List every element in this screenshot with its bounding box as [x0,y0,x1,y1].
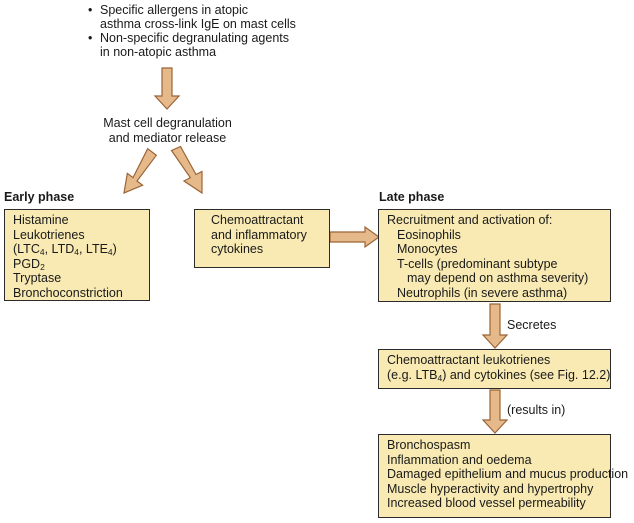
early-phase-heading: Early phase [4,190,75,204]
arrow-triggers-to-mast-cell [153,67,181,110]
mast-cell-text: Mast cell degranulation [103,116,232,130]
secretes-label: Secretes [507,318,557,332]
late-text: T-cells (predominant subtype [397,256,558,271]
arrow-chemo-to-late [329,225,381,249]
trigger-text: Specific allergens in atopic [100,3,248,17]
early-leukotriene-list: (LTC4, LTD4, LTE4) [13,242,117,257]
late-text: Eosinophils [397,227,461,242]
late-phase-box: Recruitment and activation of: Eosinophi… [378,209,611,302]
trigger-text: Non-specific degranulating agents [100,31,290,45]
late-text: Monocytes [397,242,458,256]
trigger-text: in non-atopic asthma [100,45,217,59]
results-in-label: (results in) [507,403,566,417]
leuko-text: Chemoattractant leukotrienes [387,353,551,367]
early-phase-box: Histamine Leukotrienes (LTC4, LTD4, LTE4… [4,209,150,301]
chemoattractant-box: Chemoattractant and inflammatory cytokin… [194,209,330,268]
outcome-text: Bronchospasm [387,438,471,452]
mast-cell-label: Mast cell degranulation and mediator rel… [90,116,245,145]
chemo-text: cytokines [211,242,264,256]
arrow-mast-to-chemo [170,145,203,195]
late-phase-heading: Late phase [379,190,445,204]
early-histamine: Histamine [13,213,69,227]
trigger-item: Specific allergens in atopic asthma cros… [86,3,296,31]
early-pgd2: PGD2 [13,256,45,272]
late-text: Recruitment and activation of: [387,213,553,227]
early-leukotrienes: Leukotrienes [13,227,85,242]
chemo-text: and inflammatory [211,227,307,242]
outcome-box: Bronchospasm Inflammation and oedema Dam… [378,434,629,518]
trigger-text: asthma cross-link IgE on mast cells [100,17,296,31]
leukotriene-box: Chemoattractant leukotrienes (e.g. LTB4)… [378,349,611,389]
arrow-leuko-to-outcome [481,389,509,434]
arrow-mast-to-early [123,147,158,194]
early-bronchoconstriction: Bronchoconstriction [13,285,123,300]
outcome-text: Increased blood vessel permeability [387,496,586,510]
chemo-text: Chemoattractant [211,213,304,227]
late-text: may depend on asthma severity) [407,271,589,285]
mast-cell-text: and mediator release [108,130,227,145]
arrow-late-to-leuko [481,303,509,349]
outcome-text: Inflammation and oedema [387,452,532,467]
outcome-text: Muscle hyperactivity and hypertrophy [387,481,594,496]
triggers-list: Specific allergens in atopic asthma cros… [86,3,296,59]
early-tryptase: Tryptase [13,271,62,285]
outcome-text: Damaged epithelium and mucus production [387,467,629,481]
leuko-text: (e.g. LTB4) and cytokines (see Fig. 12.2… [387,367,611,383]
late-text: Neutrophils (in severe asthma) [397,285,568,300]
trigger-item: Non-specific degranulating agents in non… [86,31,296,59]
